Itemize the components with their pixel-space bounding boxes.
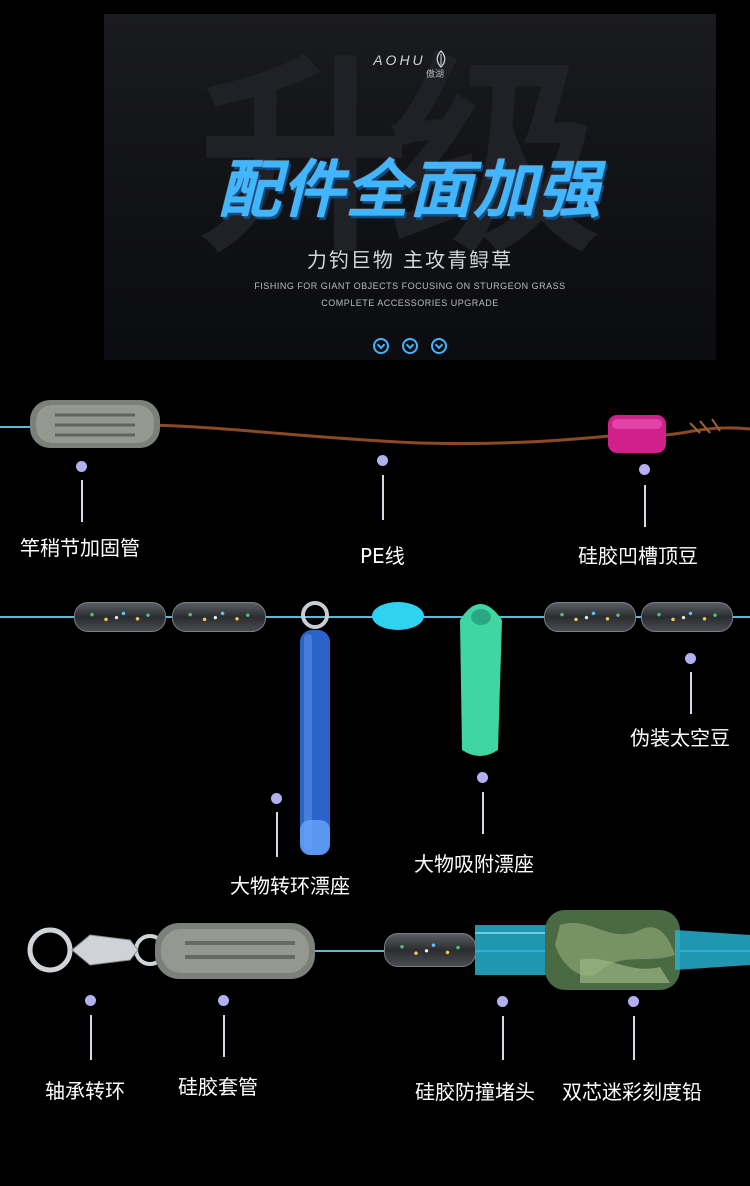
banner-watermark: 升级 xyxy=(199,36,599,281)
chevron-down-icon xyxy=(402,338,418,354)
chevron-down-icon xyxy=(372,338,389,354)
leaf-icon xyxy=(436,50,446,68)
callout-line xyxy=(633,1016,635,1060)
swivel-ring xyxy=(301,601,329,629)
pe-line-cord-end xyxy=(664,426,750,437)
callout-line xyxy=(502,1016,504,1060)
pe-line-cord xyxy=(149,423,621,446)
callout-line xyxy=(482,792,484,834)
scroll-indicator xyxy=(104,338,716,358)
space-bean xyxy=(172,602,266,632)
fishing-line xyxy=(0,426,40,428)
callout-dot xyxy=(685,653,696,664)
label-bumper: 硅胶防撞堵头 xyxy=(415,1080,535,1104)
logo-text: AOHU xyxy=(373,52,426,68)
label-swivel-float: 大物转环漂座 xyxy=(230,874,350,898)
callout-dot xyxy=(218,995,229,1006)
label-suction-float: 大物吸附漂座 xyxy=(414,852,534,876)
blue-bead xyxy=(372,602,424,630)
bearing-ring xyxy=(27,927,73,973)
label-rod-tip: 竿稍节加固管 xyxy=(20,536,140,560)
callout-line xyxy=(81,480,83,522)
brand-logo: AOHU 傲湖 xyxy=(104,50,716,80)
banner: 升级 AOHU 傲湖 配件全面加强 力钓巨物 主攻青鲟草 FISHING FOR… xyxy=(104,14,716,360)
callout-dot xyxy=(76,461,87,472)
logo-cn: 傲湖 xyxy=(425,70,444,80)
label-pe-line: PE线 xyxy=(360,544,405,568)
callout-line xyxy=(90,1015,92,1060)
suction-float-seat xyxy=(460,604,502,756)
headline: 配件全面加强 xyxy=(217,153,602,226)
callout-dot xyxy=(271,793,282,804)
callout-line xyxy=(276,812,278,857)
row1-illustration xyxy=(30,400,750,453)
bearing-swivel xyxy=(71,934,139,966)
callout-line xyxy=(223,1015,225,1057)
label-bearing-swivel: 轴承转环 xyxy=(45,1079,125,1103)
subtitle-en-2: COMPLETE ACCESSORIES UPGRADE xyxy=(321,298,499,308)
callout-line xyxy=(644,485,646,527)
space-bean xyxy=(74,602,166,632)
callout-dot xyxy=(477,772,488,783)
label-space-bean: 伪装太空豆 xyxy=(630,726,730,750)
space-bean xyxy=(641,602,733,632)
label-camo-lead: 双芯迷彩刻度铅 xyxy=(562,1080,702,1104)
label-sleeve: 硅胶套管 xyxy=(178,1075,258,1099)
row2-floats xyxy=(300,601,502,855)
space-bean xyxy=(384,933,476,967)
label-stopper: 硅胶凹槽顶豆 xyxy=(578,544,698,568)
chevron-down-icon xyxy=(431,338,448,354)
knot xyxy=(689,418,721,434)
subtitle-en-1: FISHING FOR GIANT OBJECTS FOCUSING ON ST… xyxy=(254,281,566,291)
row3-illustration xyxy=(27,910,750,990)
space-bean xyxy=(544,602,636,632)
callout-dot xyxy=(377,455,388,466)
callout-dot xyxy=(639,464,650,475)
bumper xyxy=(475,925,550,975)
callout-dot xyxy=(497,996,508,1007)
callout-dot xyxy=(85,995,96,1006)
callout-dot xyxy=(628,996,639,1007)
subtitle-cn: 力钓巨物 主攻青鲟草 xyxy=(306,248,514,272)
callout-line xyxy=(690,672,692,714)
callout-line xyxy=(382,475,384,520)
